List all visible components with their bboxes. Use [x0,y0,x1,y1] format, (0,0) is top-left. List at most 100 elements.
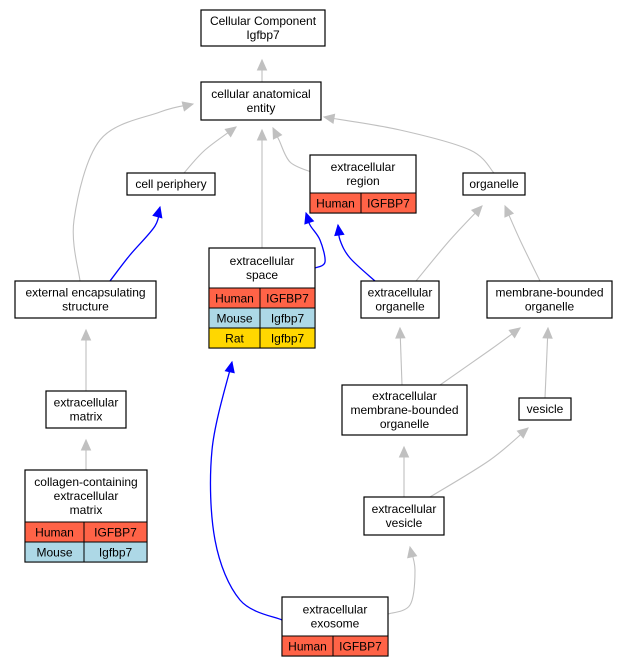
node-label-line: space [246,268,278,282]
edge-cellular-anatomical-entity-to-cellular-component [256,58,268,82]
species-label: Mouse [36,546,72,560]
node-label-line: matrix [70,410,103,424]
node-label-line: structure [62,300,109,314]
arrowhead [304,211,315,225]
node-label-line: membrane-bounded [350,403,458,417]
edge-layer [72,58,553,621]
arrowhead [256,58,268,71]
node-collagen-containing-extracellular-matrix[interactable]: collagen-containingextracellularmatrixHu… [24,469,148,563]
node-label-line: entity [247,101,276,115]
edge-extracellular-membrane-bounded-organelle-to-membrane-bounded-organelle [439,327,521,386]
node-box [486,280,613,319]
annotation-row-rat: Rat Igfbp7 [208,327,316,349]
edge-line [415,205,483,282]
node-label-line: extracellular [372,502,437,516]
node-label-line: cellular anatomical [211,87,310,101]
node-label-line: matrix [70,503,103,517]
node-box [200,81,322,121]
arrowhead [407,545,418,559]
gene-label: IGFBP7 [266,292,309,306]
arrowhead [395,326,406,339]
edge-line [504,205,541,282]
node-label-line: membrane-bounded [495,286,603,300]
edge-collagen-containing-extracellular-matrix-to-extracellular-matrix [80,438,92,470]
arrowhead [80,438,92,451]
edge-extracellular-organelle-to-extracellular-region [334,223,376,282]
gene-label: IGFBP7 [367,197,410,211]
edge-line [109,206,161,282]
arrowhead [470,205,483,218]
arrowhead [152,205,163,219]
arrowhead [398,445,410,458]
edge-membrane-bounded-organelle-to-organelle [504,204,541,282]
node-label-line: extracellular [54,489,119,503]
edge-extracellular-organelle-to-organelle [415,205,483,282]
node-box [360,280,440,319]
node-organelle[interactable]: organelle [462,172,526,196]
arrowhead [181,101,195,112]
edge-extracellular-vesicle-to-vesicle [429,427,529,498]
edge-extracellular-space-to-cellular-anatomical-entity [256,128,268,248]
edge-line [209,361,283,621]
node-label-line: cell periphery [135,177,206,191]
arrowhead [272,126,283,140]
edge-external-encapsulating-structure-to-cellular-anatomical-entity [72,101,195,282]
gene-label: IGFBP7 [339,640,382,654]
node-label-line: collagen-containing [34,475,137,489]
node-label-line: organelle [469,177,519,191]
node-label-line: Cellular Component [210,14,317,28]
node-label-line: extracellular [331,160,396,174]
species-label: Human [215,292,254,306]
node-label-line: extracellular [368,286,433,300]
arrowhead [504,204,515,218]
edge-extracellular-region-to-cellular-anatomical-entity [272,126,312,173]
node-label-line: external encapsulating [25,286,145,300]
arrowhead [322,113,336,124]
species-label: Human [288,640,327,654]
gene-label: IGFBP7 [94,526,137,540]
arrowhead [516,427,529,439]
gene-label: Igfbp7 [271,332,305,346]
edge-line [72,103,194,282]
species-label: Rat [225,332,244,346]
edge-extracellular-membrane-bounded-organelle-to-extracellular-organelle [395,326,406,386]
gene-cell [332,635,389,657]
node-label-line: extracellular [230,254,295,268]
node-box [45,390,127,429]
node-label-line: vesicle [386,516,423,530]
edge-line [429,427,529,498]
node-box [462,172,526,196]
arrowhead [80,328,92,341]
arrowhead [256,128,268,141]
species-label: Mouse [216,312,252,326]
node-label-line: extracellular [54,396,119,410]
annotation-row-human: Human IGFBP7 [281,635,389,657]
node-box [14,280,157,319]
edge-line [544,327,549,399]
edge-extracellular-exosome-to-extracellular-vesicle [387,545,418,615]
species-label: Human [35,526,74,540]
node-box [341,384,468,436]
node-label-line: extracellular [303,603,368,617]
node-cell-periphery[interactable]: cell periphery [126,172,216,196]
node-vesicle[interactable]: vesicle [518,397,572,421]
edge-organelle-to-cellular-anatomical-entity [322,113,495,174]
edge-line [439,327,521,386]
edge-vesicle-to-membrane-bounded-organelle [542,326,553,399]
edge-extracellular-exosome-to-extracellular-space [209,360,283,621]
node-box [200,9,326,47]
node-label-line: exosome [311,617,360,631]
